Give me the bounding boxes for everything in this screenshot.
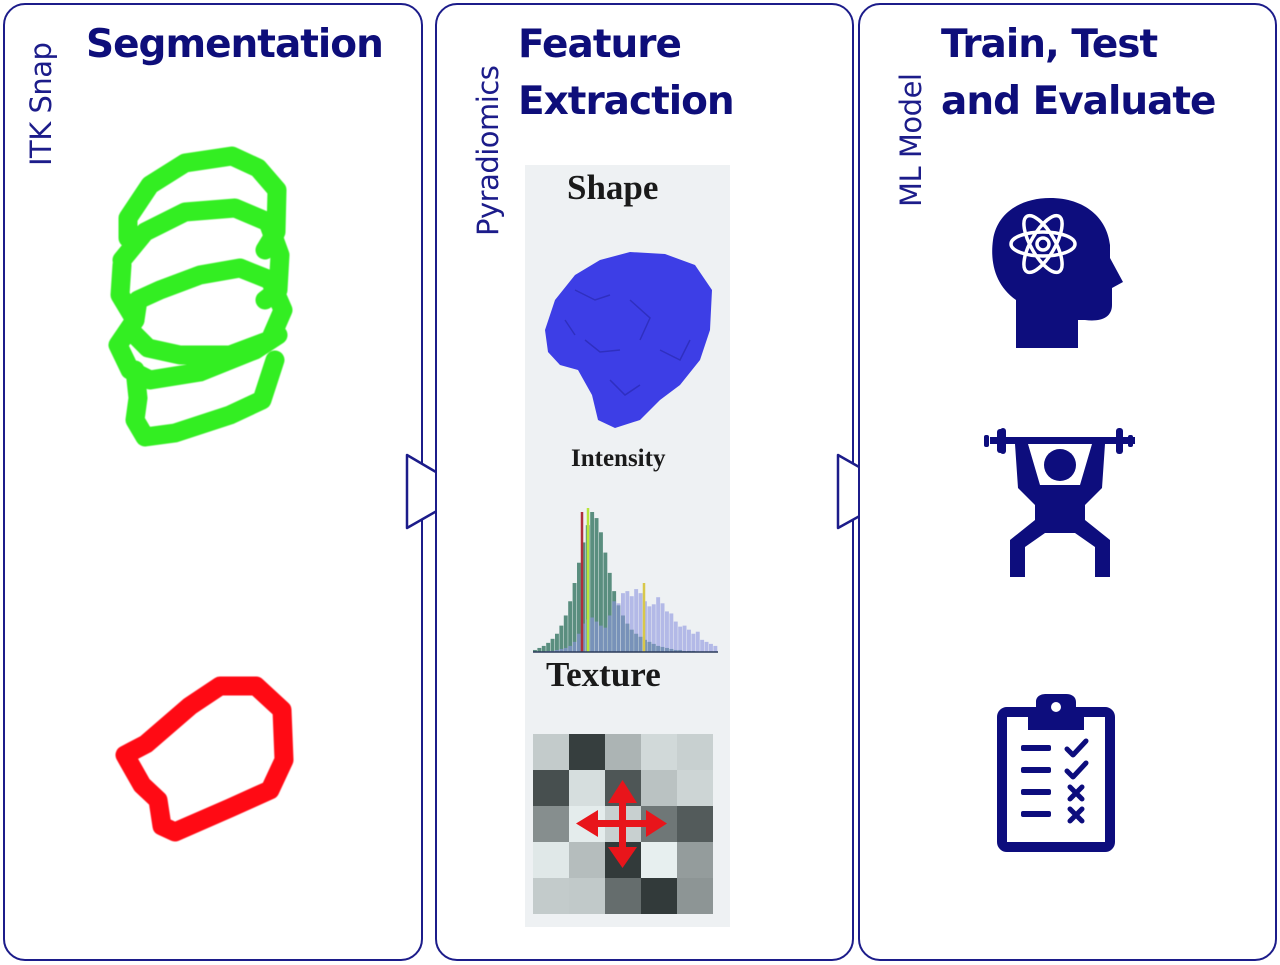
texture-cell [533, 842, 569, 878]
histogram-bar-blue [691, 633, 696, 652]
histogram-bar-blue [555, 649, 559, 652]
green-segmentation-contours [108, 146, 293, 447]
histogram-bar-blue [581, 623, 586, 652]
ml-model-panel [858, 3, 1277, 961]
texture-cell [641, 770, 677, 806]
histogram-bar-green [563, 615, 568, 652]
histogram-bar-green [541, 645, 546, 652]
shape-label: Shape [567, 168, 659, 207]
texture-cell [677, 806, 713, 842]
green-contour-5 [125, 350, 285, 447]
feature-extraction-title-line1: Feature [518, 22, 682, 67]
texture-cell [533, 734, 569, 770]
histogram-bar-blue [665, 611, 669, 652]
histogram-bar-blue [616, 603, 621, 652]
histogram-bar-green [572, 583, 577, 652]
texture-label: Texture [546, 655, 661, 694]
histogram-bar-blue [577, 633, 581, 652]
histogram-bar-green [594, 518, 599, 652]
histogram-bar-green [581, 542, 586, 652]
histogram-bar-blue [621, 593, 625, 652]
histogram-bar-green [555, 633, 559, 652]
histogram-bar-blue [660, 603, 665, 652]
texture-cell [641, 842, 677, 878]
histogram-bar-green [599, 532, 603, 652]
histogram-bar-green [550, 638, 555, 652]
histogram-bar-blue [625, 591, 630, 652]
histogram-bar-green [590, 512, 595, 652]
histogram-bar-green [546, 642, 551, 652]
histogram-bar-blue [656, 597, 661, 652]
red-segmentation-contour [115, 676, 294, 842]
texture-cell [533, 806, 569, 842]
texture-cell [569, 734, 605, 770]
texture-cell [677, 734, 713, 770]
histogram-bar-blue [572, 641, 577, 652]
histogram-bar-blue [568, 645, 573, 652]
texture-cell [569, 878, 605, 914]
texture-cell [569, 770, 605, 806]
histogram-bar-blue [607, 615, 612, 652]
histogram-bar-blue [563, 647, 568, 652]
histogram-bar-blue [590, 617, 595, 652]
histogram-bar-green [577, 562, 581, 652]
histogram-bar-green [533, 649, 537, 652]
train-test-title-line1: Train, Test [941, 22, 1158, 67]
texture-cell [641, 878, 677, 914]
histogram-bar-green [603, 552, 608, 652]
histogram-bar-blue [629, 596, 634, 652]
histogram-bar-blue [651, 604, 656, 652]
histogram-bar-blue [709, 643, 713, 652]
histogram-bar-green [607, 572, 612, 652]
texture-cell [533, 770, 569, 806]
texture-cell [641, 734, 677, 770]
histogram-bar-blue [695, 631, 700, 652]
histogram-bar-green [559, 625, 564, 652]
texture-cell [569, 842, 605, 878]
histogram-bar-blue [634, 589, 639, 652]
feature-extraction-title-line2: Extraction [518, 79, 735, 124]
histogram-bar-blue [678, 626, 683, 652]
histogram-bar-blue [673, 621, 678, 652]
histogram-bar-blue [638, 593, 643, 652]
histogram-bar-blue [559, 648, 564, 652]
texture-cell [677, 878, 713, 914]
histogram-bar-blue [713, 645, 718, 652]
texture-cell [533, 878, 569, 914]
histogram-bar-blue [647, 606, 652, 652]
histogram-bar-blue [700, 639, 705, 652]
histogram-bar-blue [682, 625, 687, 652]
texture-cell [605, 878, 641, 914]
green-contour-4 [108, 310, 288, 390]
histogram-bar-blue [603, 627, 608, 652]
texture-cell [677, 842, 713, 878]
histogram-bar-green [537, 647, 542, 652]
histogram-bar-green [568, 601, 573, 652]
texture-cell [677, 770, 713, 806]
histogram-bar-blue [594, 621, 599, 652]
intensity-label: Intensity [571, 445, 666, 472]
histogram-bar-blue [704, 641, 709, 652]
train-test-title-line2: and Evaluate [941, 79, 1217, 124]
histogram-bar-blue [599, 625, 603, 652]
texture-cell [605, 734, 641, 770]
segmentation-title: Segmentation [86, 22, 384, 67]
histogram-bar-blue [612, 601, 617, 652]
histogram-bar-blue [687, 629, 691, 652]
histogram-bar-blue [669, 613, 674, 652]
